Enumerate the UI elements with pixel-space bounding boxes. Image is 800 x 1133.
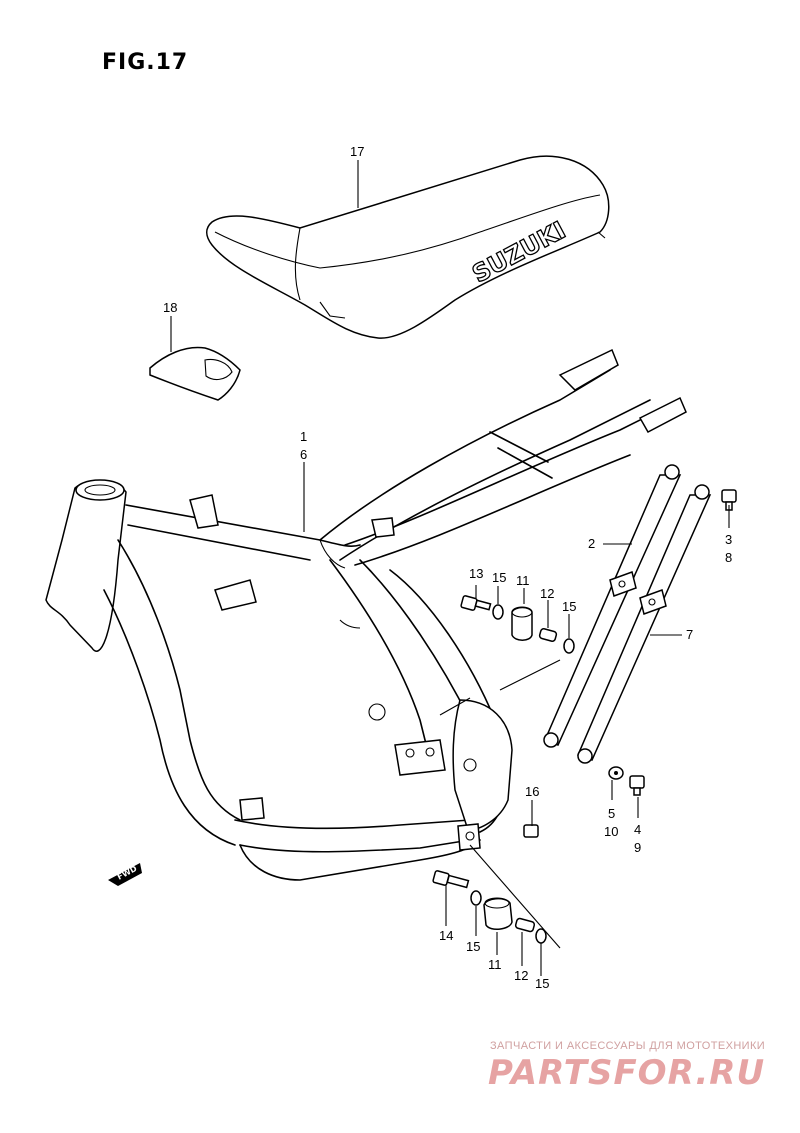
tool-bag-part bbox=[149, 346, 241, 401]
callout-5: 5 bbox=[608, 806, 615, 821]
callout-13: 13 bbox=[469, 566, 483, 581]
seat-part: SUZUKI bbox=[206, 155, 610, 339]
callout-4: 4 bbox=[634, 822, 641, 837]
watermark-caption: ЗАПЧАСТИ И АКСЕССУАРЫ ДЛЯ МОТОТЕХНИКИ bbox=[490, 1040, 766, 1052]
callout-6: 6 bbox=[300, 447, 307, 462]
mount-hardware-upper bbox=[460, 595, 575, 654]
callout-14: 14 bbox=[439, 928, 453, 943]
callout-17: 17 bbox=[350, 144, 364, 159]
callout-12: 12 bbox=[540, 586, 554, 601]
callout-1: 1 bbox=[300, 429, 307, 444]
guide-line bbox=[439, 697, 471, 716]
callout-15: 15 bbox=[492, 570, 506, 585]
main-frame-part bbox=[45, 348, 687, 881]
callout-labels: 17 18 1 6 2 3 8 7 13 15 11 12 15 16 5 10… bbox=[163, 144, 732, 991]
guide-line bbox=[499, 659, 561, 691]
callout-7: 7 bbox=[686, 627, 693, 642]
fwd-arrow-icon: FWD bbox=[108, 863, 142, 886]
callout-2: 2 bbox=[588, 536, 595, 551]
callout-18: 18 bbox=[163, 300, 177, 315]
watermark-site-logo[interactable]: PARTSFOR.RU bbox=[488, 1053, 766, 1093]
callout-9: 9 bbox=[634, 840, 641, 855]
guide-line bbox=[469, 844, 561, 949]
rear-strut-part bbox=[543, 464, 712, 764]
callout-10: 10 bbox=[604, 824, 618, 839]
washer-bolt-part bbox=[608, 766, 645, 796]
leader-lines bbox=[170, 160, 730, 976]
mount-hardware-lower bbox=[432, 870, 547, 944]
callout-11: 11 bbox=[516, 573, 530, 588]
nut-part bbox=[523, 824, 539, 838]
callout-8: 8 bbox=[725, 550, 732, 565]
callout-3: 3 bbox=[725, 532, 732, 547]
figure-title: FIG.17 bbox=[102, 50, 189, 75]
callout-11: 11 bbox=[488, 957, 502, 972]
callout-16: 16 bbox=[525, 784, 539, 799]
callout-15: 15 bbox=[466, 939, 480, 954]
callout-15: 15 bbox=[562, 599, 576, 614]
callout-15: 15 bbox=[535, 976, 549, 991]
callout-12: 12 bbox=[514, 968, 528, 983]
